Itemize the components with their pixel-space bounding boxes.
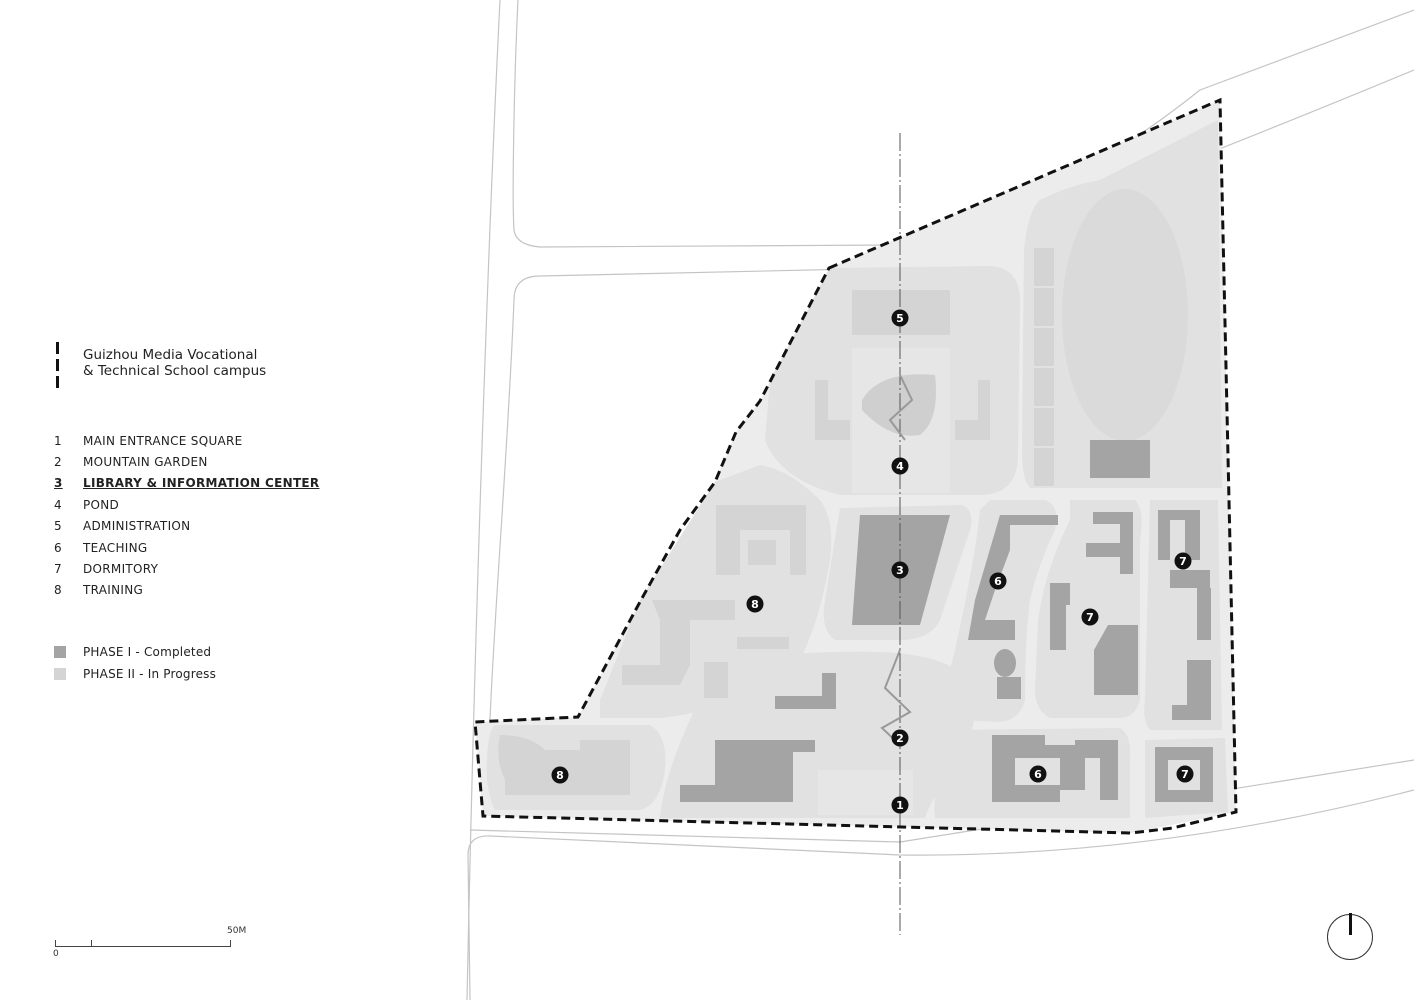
boundary-title-line1: Guizhou Media Vocational (83, 347, 258, 363)
scale-tick (55, 940, 56, 947)
svg-text:8: 8 (556, 769, 564, 782)
marker-5: 5 (891, 309, 909, 327)
marker-1: 1 (891, 796, 909, 814)
garden-path-zigzag (880, 649, 912, 746)
svg-text:7: 7 (1179, 555, 1187, 568)
svg-text:4: 4 (896, 460, 904, 473)
scale-line (55, 946, 231, 947)
phase1-legend: PHASE I - Completed (54, 645, 211, 659)
svg-text:7: 7 (1086, 611, 1094, 624)
svg-text:6: 6 (994, 575, 1002, 588)
scale-tick (230, 940, 231, 947)
marker-7-center: 7 (1081, 608, 1099, 626)
marker-2: 2 (891, 729, 909, 747)
svg-text:6: 6 (1034, 768, 1042, 781)
road-west-inner (512, 0, 519, 231)
marker-4: 4 (891, 457, 909, 475)
phase2-legend: PHASE II - In Progress (54, 667, 216, 681)
phase2-swatch (54, 668, 66, 680)
road-west-inner-lower (489, 299, 515, 721)
marker-6-north: 6 (989, 572, 1007, 590)
marker-6-south: 6 (1029, 765, 1047, 783)
svg-text:7: 7 (1181, 768, 1189, 781)
marker-7-east: 7 (1174, 552, 1192, 570)
svg-text:1: 1 (896, 799, 904, 812)
boundary-title-line2: & Technical School campus (83, 363, 267, 379)
svg-text:5: 5 (896, 312, 904, 325)
block-teaching-north (944, 500, 1057, 722)
campus-boundary (473, 97, 1238, 835)
marker-3: 3 (891, 561, 909, 579)
road-west-outer (466, 0, 501, 1000)
svg-text:8: 8 (751, 598, 759, 611)
north-arrow-icon (1327, 913, 1373, 960)
marker-7-south: 7 (1176, 765, 1194, 783)
pond-path-zigzag (888, 374, 914, 441)
boundary-legend-swatch (56, 342, 59, 388)
marker-8-north: 8 (746, 595, 764, 613)
marker-8-south: 8 (551, 766, 569, 784)
svg-text:3: 3 (896, 564, 904, 577)
scale-end-label: 50M (227, 926, 247, 936)
scale-tick (91, 940, 92, 947)
road-south-lower (467, 789, 1414, 1000)
boundary-legend-title: Guizhou Media Vocational & Technical Sch… (83, 347, 266, 379)
north-needle (1349, 913, 1352, 935)
scale-start-label: 0 (53, 949, 59, 959)
phase1-swatch (54, 646, 66, 658)
scale-bar: 0 50M (53, 926, 246, 960)
svg-text:2: 2 (896, 732, 904, 745)
map-markers: 5 4 3 2 1 8 8 6 6 7 7 7 (551, 309, 1194, 814)
phase-one-buildings (680, 440, 1213, 802)
